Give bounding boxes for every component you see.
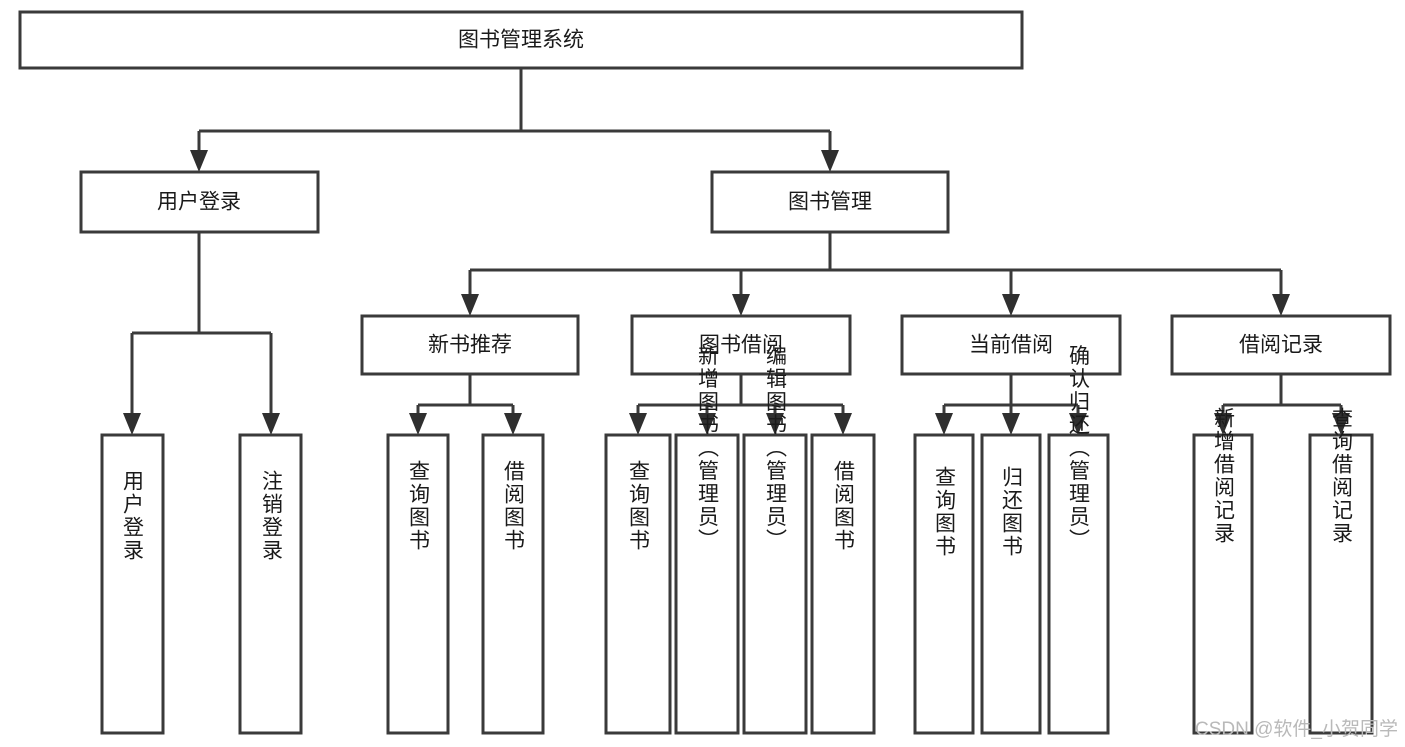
node-user-login-label: 用户登录 (157, 191, 241, 214)
node-leaf-add-book[interactable]: 新增图书（管理员） (674, 345, 740, 735)
node-leaf-user-login[interactable]: 用户登录 (100, 433, 165, 735)
watermark: CSDN @软件_小贺同学 (1195, 718, 1398, 740)
node-leaf-query-book-2-box[interactable] (604, 433, 672, 735)
node-leaf-borrow-book-2[interactable]: 借阅图书 (810, 433, 876, 735)
node-leaf-query-book-2-label: 查询图书 (627, 460, 651, 552)
node-leaf-add-book-label: 新增图书（管理员） (696, 345, 720, 552)
node-root[interactable]: 图书管理系统 (18, 10, 1024, 70)
arrow-head-book-borrow (732, 294, 750, 316)
node-leaf-confirm-return-label: 确认归还（管理员） (1067, 345, 1091, 552)
node-leaf-query-book-3-label: 查询图书 (933, 466, 957, 558)
node-user-login[interactable]: 用户登录 (79, 170, 320, 234)
node-root-box[interactable] (18, 10, 1024, 70)
node-book-manage[interactable]: 图书管理 (710, 170, 950, 234)
node-layer: 图书管理系统 用户登录 图书管理 新书推荐 图书借阅 当前 (18, 10, 1392, 735)
arrow-head-current-borrow (1002, 294, 1020, 316)
node-leaf-logout-login-box[interactable] (238, 433, 303, 735)
node-leaf-borrow-book-1-label: 借阅图书 (502, 460, 526, 552)
arrow-head-leaf-query-book-2 (629, 413, 647, 435)
node-book-manage-label: 图书管理 (788, 191, 872, 214)
node-leaf-query-record-box[interactable] (1308, 433, 1374, 735)
node-leaf-add-record-label: 新增借阅记录 (1212, 407, 1236, 545)
node-leaf-query-book-1-box[interactable] (386, 433, 450, 735)
arrow-head-book-manage (821, 150, 839, 172)
arrow-head-leaf-borrow-book-1 (504, 413, 522, 435)
connector-layer (123, 68, 1350, 435)
node-root-label: 图书管理系统 (458, 29, 584, 52)
node-leaf-confirm-return[interactable]: 确认归还（管理员） (1047, 345, 1110, 735)
node-new-book-recommend[interactable]: 新书推荐 (360, 314, 580, 376)
node-leaf-query-book-1[interactable]: 查询图书 (386, 433, 450, 735)
node-leaf-edit-book-box[interactable] (742, 433, 808, 735)
node-user-login-box[interactable] (79, 170, 320, 234)
node-leaf-borrow-book-1-box[interactable] (481, 433, 545, 735)
node-leaf-query-book-3[interactable]: 查询图书 (913, 433, 975, 735)
node-borrow-record-label: 借阅记录 (1239, 334, 1323, 357)
node-new-book-recommend-label: 新书推荐 (428, 334, 512, 357)
arrow-head-leaf-edit-book (766, 413, 784, 435)
arrow-head-leaf-query-book-1 (409, 413, 427, 435)
node-leaf-add-record-box[interactable] (1192, 433, 1254, 735)
arrow-head-leaf-return-book (1002, 413, 1020, 435)
arrow-head-leaf-user-login (123, 413, 141, 435)
node-leaf-confirm-return-box[interactable] (1047, 433, 1110, 735)
node-book-borrow-label: 图书借阅 (699, 334, 783, 357)
node-leaf-user-login-label: 用户登录 (121, 470, 145, 562)
node-leaf-query-book-2[interactable]: 查询图书 (604, 433, 672, 735)
node-new-book-recommend-box[interactable] (360, 314, 580, 376)
node-current-borrow-label: 当前借阅 (969, 334, 1053, 357)
node-book-manage-box[interactable] (710, 170, 950, 234)
node-leaf-borrow-book-2-label: 借阅图书 (832, 460, 856, 552)
node-leaf-edit-book-label: 编辑图书（管理员） (764, 345, 788, 552)
node-leaf-return-book-label: 归还图书 (1000, 466, 1024, 558)
arrow-head-leaf-add-record (1214, 413, 1232, 435)
node-borrow-record[interactable]: 借阅记录 (1170, 314, 1392, 376)
arrow-head-leaf-logout-login (262, 413, 280, 435)
node-leaf-query-record-label: 查询借阅记录 (1330, 407, 1354, 545)
node-book-borrow-box[interactable] (630, 314, 852, 376)
node-leaf-logout-login-label: 注销登录 (260, 470, 284, 562)
node-leaf-user-login-box[interactable] (100, 433, 165, 735)
arrow-head-leaf-borrow-book-2 (834, 413, 852, 435)
node-leaf-add-record[interactable]: 新增借阅记录 (1192, 407, 1254, 735)
node-leaf-logout-login[interactable]: 注销登录 (238, 433, 303, 735)
node-leaf-add-book-box[interactable] (674, 433, 740, 735)
node-leaf-borrow-book-2-box[interactable] (810, 433, 876, 735)
node-leaf-return-book-box[interactable] (980, 433, 1042, 735)
arrow-head-user-login (190, 150, 208, 172)
arrow-head-leaf-add-book (698, 413, 716, 435)
node-leaf-borrow-book-1[interactable]: 借阅图书 (481, 433, 545, 735)
node-current-borrow[interactable]: 当前借阅 (900, 314, 1122, 376)
arrow-head-leaf-query-record (1332, 413, 1350, 435)
node-leaf-return-book[interactable]: 归还图书 (980, 433, 1042, 735)
node-borrow-record-box[interactable] (1170, 314, 1392, 376)
node-leaf-edit-book[interactable]: 编辑图书（管理员） (742, 345, 808, 735)
arrow-head-leaf-confirm-return (1069, 413, 1087, 435)
node-leaf-query-record[interactable]: 查询借阅记录 (1308, 407, 1374, 735)
node-current-borrow-box[interactable] (900, 314, 1122, 376)
arrow-head-borrow-record (1272, 294, 1290, 316)
arrow-head-new-book-recommend (461, 294, 479, 316)
node-leaf-query-book-3-box[interactable] (913, 433, 975, 735)
node-book-borrow[interactable]: 图书借阅 (630, 314, 852, 376)
node-leaf-query-book-1-label: 查询图书 (407, 460, 431, 552)
arrow-head-leaf-query-book-3 (935, 413, 953, 435)
